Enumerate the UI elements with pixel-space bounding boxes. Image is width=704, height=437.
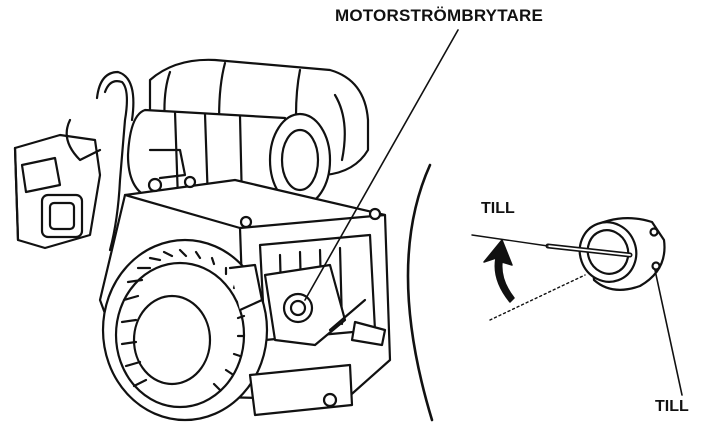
divider-curve <box>406 163 434 422</box>
fuel-tank <box>13 133 102 250</box>
switch-leader-line <box>304 29 459 301</box>
recoil-starter <box>101 238 269 422</box>
engine-switch-label: MOTORSTRÖMBRYTARE <box>335 6 544 25</box>
switch-detail <box>545 217 666 291</box>
till-top-reference-line <box>471 234 549 247</box>
engine-base <box>248 363 354 417</box>
off-position-label-bottom: TILL <box>655 398 689 415</box>
air-cleaner <box>126 108 332 208</box>
till-top-dotted-line <box>489 274 586 321</box>
fuel-line <box>65 70 135 252</box>
off-position-label-top: TILL <box>481 200 515 217</box>
till-bottom-leader-line <box>654 269 683 396</box>
control-panel <box>263 263 387 347</box>
rotation-arrow-icon <box>483 239 515 303</box>
